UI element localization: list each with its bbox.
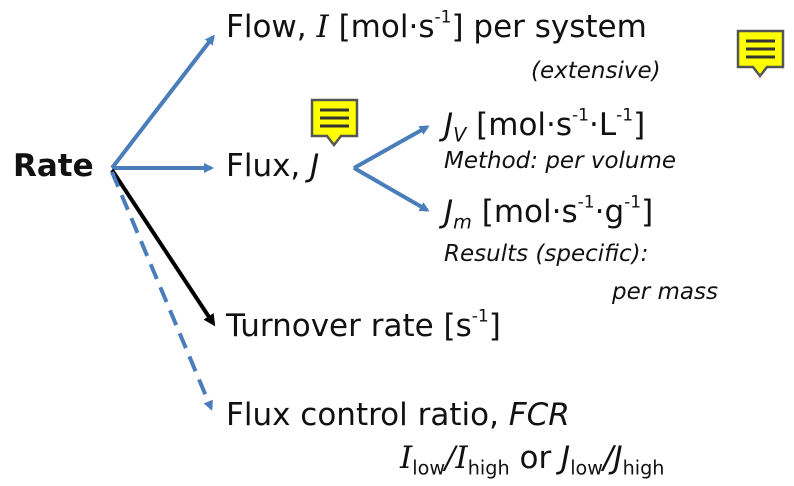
fcr-slash2: / [603, 440, 614, 476]
fcr-f3: J [561, 440, 571, 476]
jm-symbol: J [444, 194, 454, 230]
jm-exp-b: -1 [624, 192, 642, 213]
root-label: Rate [13, 148, 94, 184]
fcr-f4: J [613, 440, 623, 476]
jm-note-line1: Results (specific): [444, 241, 649, 267]
fcr-f2: I [455, 440, 468, 476]
jv-subscript: V [453, 123, 467, 147]
fcr-label: Flux control ratio, FCR [226, 400, 570, 431]
jv-unit-c: ] [633, 107, 646, 143]
fcr-slash1: / [445, 440, 456, 476]
jv-note: Method: per volume [444, 148, 677, 174]
jm-unit-b: ·g [594, 194, 625, 230]
jv-unit-b: ·L [589, 107, 617, 143]
fcr-f3-sub: low [570, 456, 603, 480]
fcr-f1-sub: low [412, 456, 446, 480]
flux-symbol: J [310, 148, 320, 184]
jm-unit-c: ] [641, 194, 654, 230]
fcr-f4-sub: high [622, 456, 665, 480]
jm-note-line2: per mass [612, 279, 718, 305]
jv-exp-b: -1 [616, 105, 634, 126]
arrow-rate-to-flow [110, 34, 215, 170]
turnover-close: ] [488, 308, 501, 344]
fcr-formula: Ilow/Ihigh or Jlow/Jhigh [400, 440, 664, 478]
flow-label: Flow, I [mol·s-1] per system [226, 9, 647, 45]
turnover-exp: -1 [471, 306, 489, 327]
comment-note-icon[interactable] [310, 98, 360, 148]
flux-prefix: Flux, [226, 148, 311, 184]
flow-symbol: I [316, 9, 329, 45]
jv-unit-a: [mol·s [466, 107, 573, 143]
fcr-or: or [509, 440, 562, 476]
arrow-rate-to-turnover [110, 168, 216, 327]
flow-prefix: Flow, [226, 9, 317, 45]
jv-symbol: J [444, 107, 454, 143]
arrow-flux-to-jv [353, 125, 430, 170]
jv-label: JV [mol·s-1·L-1] [444, 107, 646, 145]
fcr-text: Flux control ratio, [226, 397, 509, 433]
jm-label: Jm [mol·s-1·g-1] [444, 194, 654, 232]
flow-unit-close: ] per system [451, 9, 647, 45]
comment-note-icon[interactable] [736, 29, 786, 79]
turnover-label: Turnover rate [s-1] [226, 308, 501, 344]
jm-unit-a: [mol·s [471, 194, 578, 230]
arrow-flux-to-jm [353, 166, 430, 212]
jm-exp-a: -1 [577, 192, 595, 213]
jv-exp-a: -1 [572, 105, 590, 126]
flow-unit-exp: -1 [434, 7, 452, 28]
flow-note: (extensive) [531, 58, 661, 84]
fcr-symbol: FCR [508, 397, 570, 433]
fcr-f1: I [400, 440, 413, 476]
fcr-f2-sub: high [467, 456, 510, 480]
jm-subscript: m [453, 210, 472, 234]
arrow-rate-to-fcr [110, 171, 213, 411]
flow-unit-open: [mol·s [328, 9, 435, 45]
turnover-text: Turnover rate [s [226, 308, 472, 344]
flux-label: Flux, J [226, 151, 319, 182]
